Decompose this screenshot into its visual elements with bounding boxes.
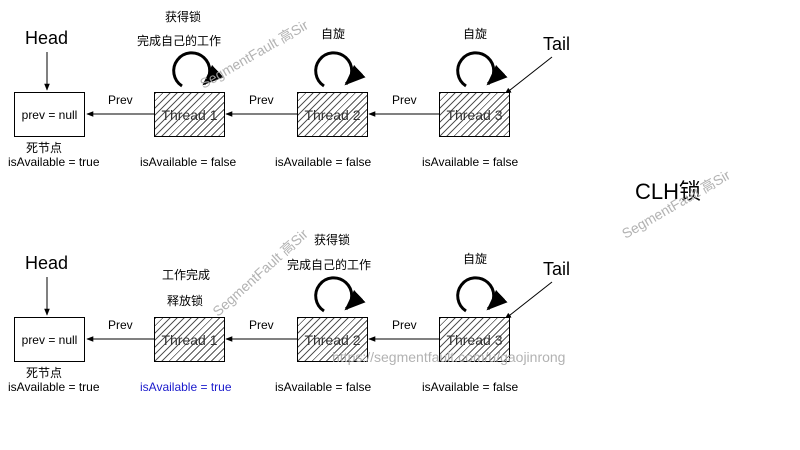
watermark-url: https://segmentfault.com/u/gaojinrong xyxy=(332,349,566,365)
thread-note: 释放锁 xyxy=(167,294,204,308)
thread-name: Thread 2 xyxy=(304,331,361,348)
spin-loop-icon xyxy=(314,276,366,313)
thread-note: 完成自己的工作 xyxy=(287,258,372,272)
dead-node-status: isAvailable = true xyxy=(8,380,100,394)
thread-name: Thread 1 xyxy=(161,331,218,348)
thread-status: isAvailable = false xyxy=(275,155,372,169)
spin-loop-icon xyxy=(456,51,508,88)
thread-node: Thread 3 xyxy=(439,317,510,362)
thread-status: isAvailable = false xyxy=(140,155,237,169)
tail-label: Tail xyxy=(543,259,571,279)
dead-node-text: prev = null xyxy=(21,107,78,122)
thread-status: isAvailable = false xyxy=(275,380,372,394)
thread-node: Thread 1 xyxy=(154,317,225,362)
dead-node: prev = null xyxy=(14,92,85,137)
dead-node-status: isAvailable = true xyxy=(8,155,100,169)
diagram-title: CLH锁 xyxy=(635,179,702,204)
thread-name: Thread 1 xyxy=(161,106,218,123)
thread-node: Thread 1 xyxy=(154,92,225,137)
prev-label: Prev xyxy=(249,93,274,107)
thread-note: 完成自己的工作 xyxy=(137,34,222,48)
thread-status: isAvailable = false xyxy=(422,155,519,169)
thread-status-released: isAvailable = true xyxy=(140,380,232,394)
thread-note: 自旋 xyxy=(463,252,488,266)
thread-note: 自旋 xyxy=(321,27,346,41)
dead-node-caption: 死节点 xyxy=(26,366,63,380)
thread-note: 自旋 xyxy=(463,27,488,41)
spin-loop-icon xyxy=(456,276,508,313)
dead-node-caption: 死节点 xyxy=(26,141,63,155)
thread-node: Thread 2 xyxy=(297,317,368,362)
head-label: Head xyxy=(25,253,69,273)
tail-arrow xyxy=(504,56,553,95)
head-label: Head xyxy=(25,28,69,48)
thread-note: 获得锁 xyxy=(314,233,351,247)
thread-name: Thread 3 xyxy=(446,331,503,348)
prev-label: Prev xyxy=(108,318,133,332)
tail-arrow xyxy=(504,281,553,320)
thread-note: 获得锁 xyxy=(165,10,202,24)
prev-label: Prev xyxy=(249,318,274,332)
prev-label: Prev xyxy=(392,318,417,332)
dead-node-text: prev = null xyxy=(21,332,78,347)
dead-node: prev = null xyxy=(14,317,85,362)
thread-node: Thread 2 xyxy=(297,92,368,137)
thread-note: 工作完成 xyxy=(162,268,211,282)
thread-name: Thread 3 xyxy=(446,106,503,123)
thread-status: isAvailable = false xyxy=(422,380,519,394)
prev-label: Prev xyxy=(108,93,133,107)
spin-loop-icon xyxy=(172,51,224,88)
prev-label: Prev xyxy=(392,93,417,107)
spin-loop-icon xyxy=(314,51,366,88)
thread-name: Thread 2 xyxy=(304,106,361,123)
thread-node: Thread 3 xyxy=(439,92,510,137)
tail-label: Tail xyxy=(543,34,571,54)
